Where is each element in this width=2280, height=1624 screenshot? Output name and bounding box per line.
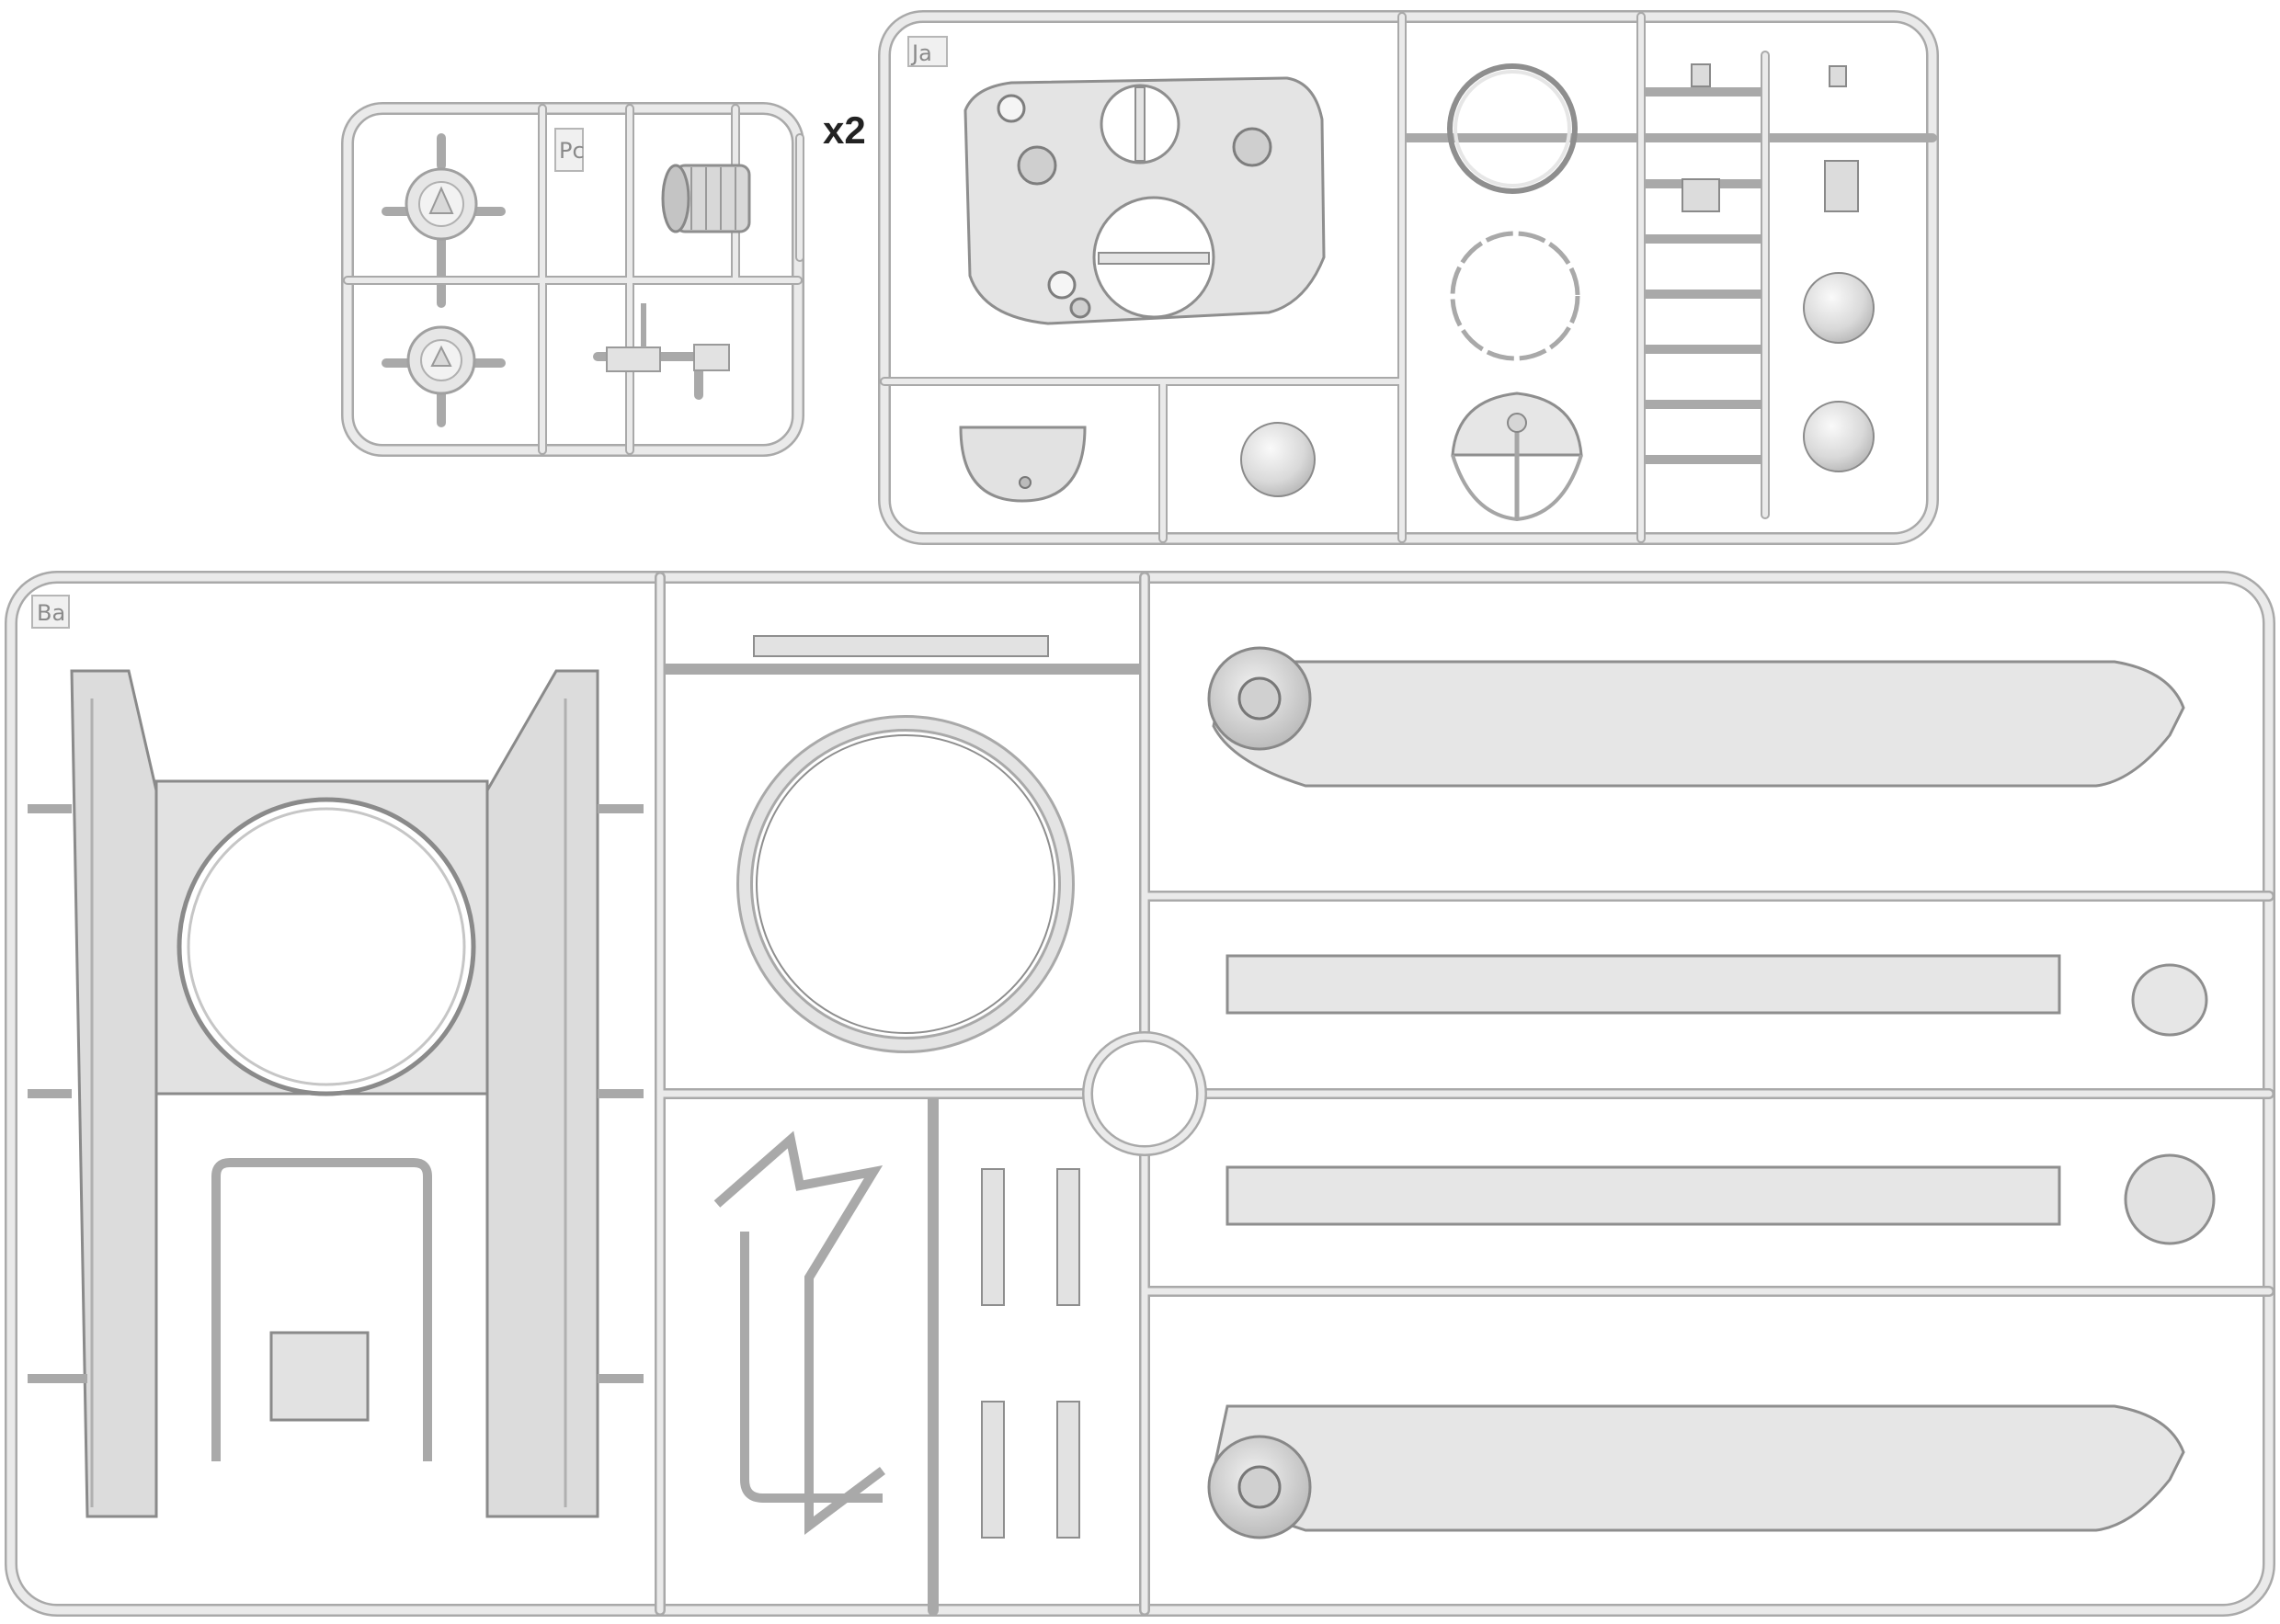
sprue-j-small-parts: [1682, 63, 1859, 212]
sprue-b-label: Ba: [31, 595, 70, 629]
sprue-j-label-text: Ja: [910, 40, 932, 66]
sprue-b-zigzag: [713, 1130, 885, 1535]
sprue-p-label-text: Pc: [559, 138, 585, 164]
sprue-p-drum: [661, 164, 751, 233]
sprue-p-hatch-top: [405, 167, 478, 241]
sprue-b-fender-bottom: [1207, 1404, 2185, 1539]
sprue-b-bars: [981, 1168, 1080, 1539]
sprue-j-ball-2: [1803, 272, 1875, 344]
sprue-b-left-runner: [28, 804, 644, 1383]
sprue-b-label-text: Ba: [37, 600, 65, 626]
sprue-b-hull-plate-left: [70, 669, 158, 1518]
sprue-j-turret-roof: [963, 76, 1326, 325]
sprue-j-hatch-half: [959, 426, 1087, 503]
sprue-p-small-part: [606, 303, 730, 372]
sprue-p-hatch-bottom: [406, 325, 476, 395]
sprue-j-ring-top: [1447, 63, 1578, 194]
sprue-b-long-plate-top: [1226, 954, 2061, 1015]
sprue-j-label: Ja: [907, 36, 948, 67]
sprue-b-turret-deck: [154, 779, 489, 1096]
sprue-b-round-hatch: [2124, 1153, 2216, 1245]
sprue-b-turret-ring: [736, 715, 1075, 1053]
sprue-b-beam-top: [753, 635, 1049, 657]
multiplier-label: x2: [823, 108, 866, 152]
sprue-j-ball-3: [1803, 401, 1875, 472]
sprue-j-ring-mid: [1450, 231, 1580, 361]
sprue-b-hull-plate-right: [485, 669, 599, 1518]
sprue-p-label: Pc: [554, 128, 585, 172]
sprue-b-fender-top: [1207, 646, 2185, 788]
sprue-b-oval-plate: [2131, 963, 2208, 1037]
sprue-b-hub: [1082, 1031, 1207, 1156]
sprue-j-ball-1: [1240, 422, 1316, 497]
sprue-b-long-plate-bottom: [1226, 1165, 2061, 1226]
sprue-b-frame-part: [211, 1158, 432, 1461]
sprue-j-turret-basket: [1451, 392, 1583, 522]
